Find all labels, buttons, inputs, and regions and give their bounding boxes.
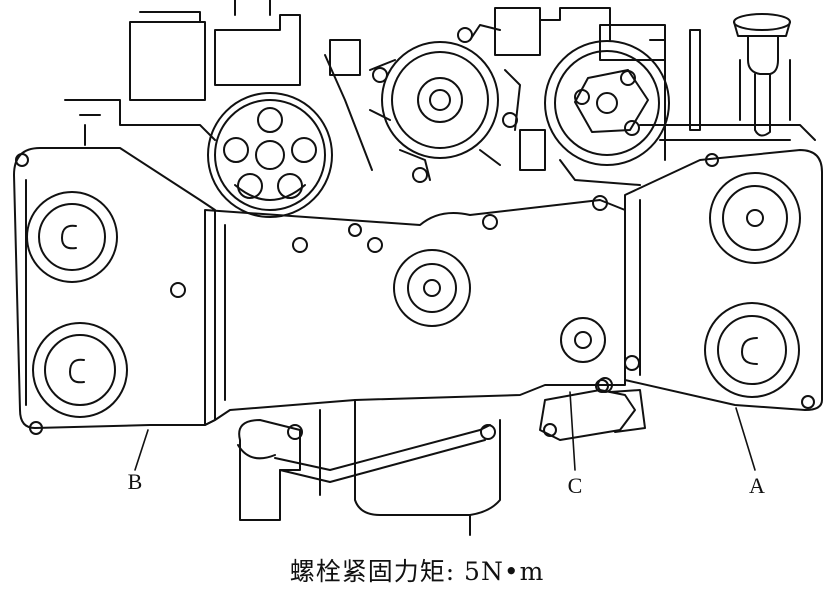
label-a: A: [749, 473, 765, 498]
upper-engine-block: [64, 0, 816, 171]
leader-line-b: [134, 429, 149, 471]
oil-pan: [237, 399, 501, 536]
crank-pulley: [207, 92, 333, 218]
timing-cover-center: [204, 195, 626, 426]
leader-line-a: [735, 407, 756, 471]
timing-cover-right: [624, 149, 823, 411]
water-pipe: [539, 379, 646, 441]
alternator: [369, 24, 546, 183]
torque-caption: 螺栓紧固力矩: 5N•m: [289, 557, 545, 586]
pump-pulley: [544, 39, 670, 186]
leader-lines: [134, 391, 756, 471]
engine-drawing: A B C: [13, 0, 823, 536]
label-b: B: [128, 469, 143, 494]
leader-line-c: [569, 391, 576, 471]
label-c: C: [568, 473, 583, 498]
timing-cover-left: [13, 147, 216, 435]
oil-filler-cap: [733, 13, 791, 137]
